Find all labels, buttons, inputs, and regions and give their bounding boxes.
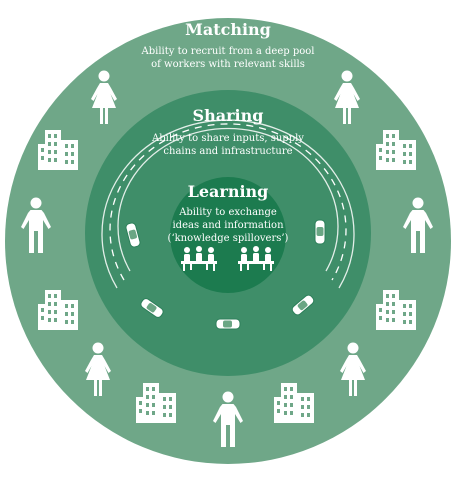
- car-icon: [215, 318, 241, 330]
- matching-description: Ability to recruit from a deep pool of w…: [120, 45, 336, 71]
- sharing-description: Ability to share inputs, supply chains a…: [140, 132, 316, 158]
- learning-description-line: ideas and information: [172, 220, 284, 231]
- learning-description-line: (‘knowledge spillovers’): [167, 233, 289, 244]
- car-icon: [314, 219, 326, 245]
- matching-description-line: Ability to recruit from a deep pool: [141, 46, 315, 57]
- matching-description-line: of workers with relevant skills: [151, 59, 305, 70]
- road: [117, 127, 339, 272]
- matching-title: Matching: [185, 20, 271, 39]
- sharing-description-line: Ability to share inputs, supply: [152, 133, 304, 144]
- learning-description-line: Ability to exchange: [179, 207, 277, 218]
- learning-description: Ability to exchange ideas and informatio…: [160, 206, 296, 245]
- sharing-title: Sharing: [192, 106, 264, 125]
- learning-title: Learning: [187, 182, 269, 201]
- sharing-description-line: chains and infrastructure: [163, 146, 293, 157]
- road-center-line: [109, 123, 347, 281]
- road: [101, 119, 355, 289]
